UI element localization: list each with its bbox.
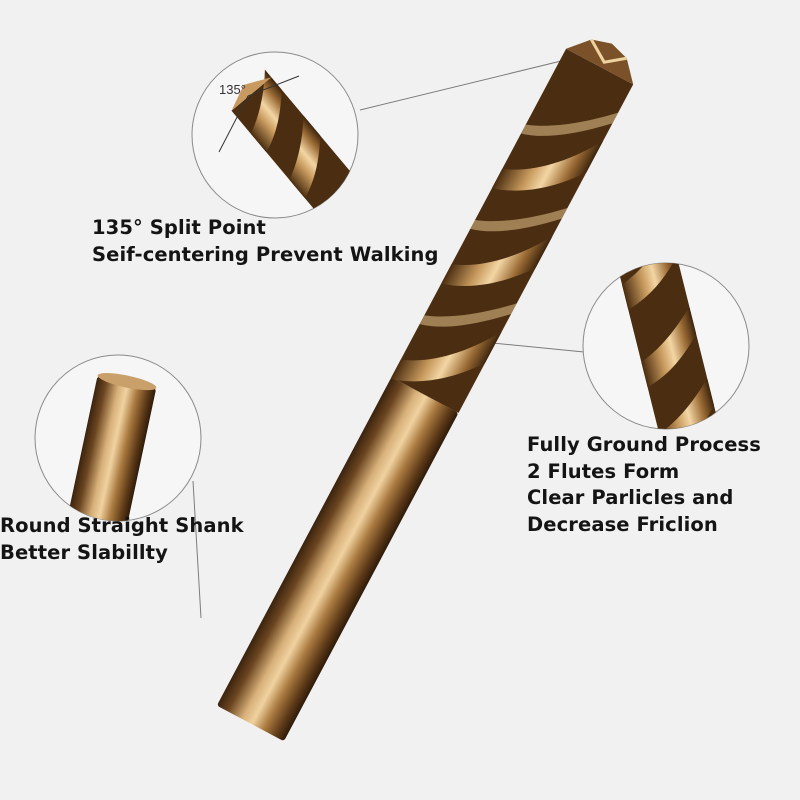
callout-circle-shank (34, 354, 202, 522)
leader-lines (192, 52, 595, 619)
caption-line: 135° Split Point (92, 216, 266, 239)
caption-line: Better Slabillty (0, 540, 168, 564)
leader-line-shank (192, 480, 202, 619)
angle-label: 135° (219, 82, 246, 97)
drill-shank (217, 378, 458, 741)
callout-circle-flutes (582, 262, 750, 430)
caption-line: 2 Flutes Form (527, 459, 680, 483)
drill-tip (566, 39, 634, 85)
drill-bit (217, 38, 634, 741)
caption-flutes: Fully Ground Process 2 Flutes Form Clear… (527, 432, 761, 538)
caption-line: Round Straight Shank (0, 514, 244, 537)
callout-circle-point: 135° (191, 51, 359, 219)
caption-line: Fully Ground Process (527, 433, 761, 456)
leader-line-point (359, 52, 595, 111)
caption-shank: Round Straight Shank Better Slabillty (0, 513, 244, 566)
caption-line: Decrease Friclion (527, 512, 718, 536)
caption-line: Clear Parlicles and (527, 486, 734, 509)
caption-split-point: 135° Split Point Seif-centering Prevent … (92, 215, 439, 268)
angle-marker (218, 75, 300, 153)
drill-flutes (390, 112, 619, 382)
leader-line-flutes (481, 341, 585, 353)
caption-line: Seif-centering Prevent Walking (92, 242, 439, 266)
